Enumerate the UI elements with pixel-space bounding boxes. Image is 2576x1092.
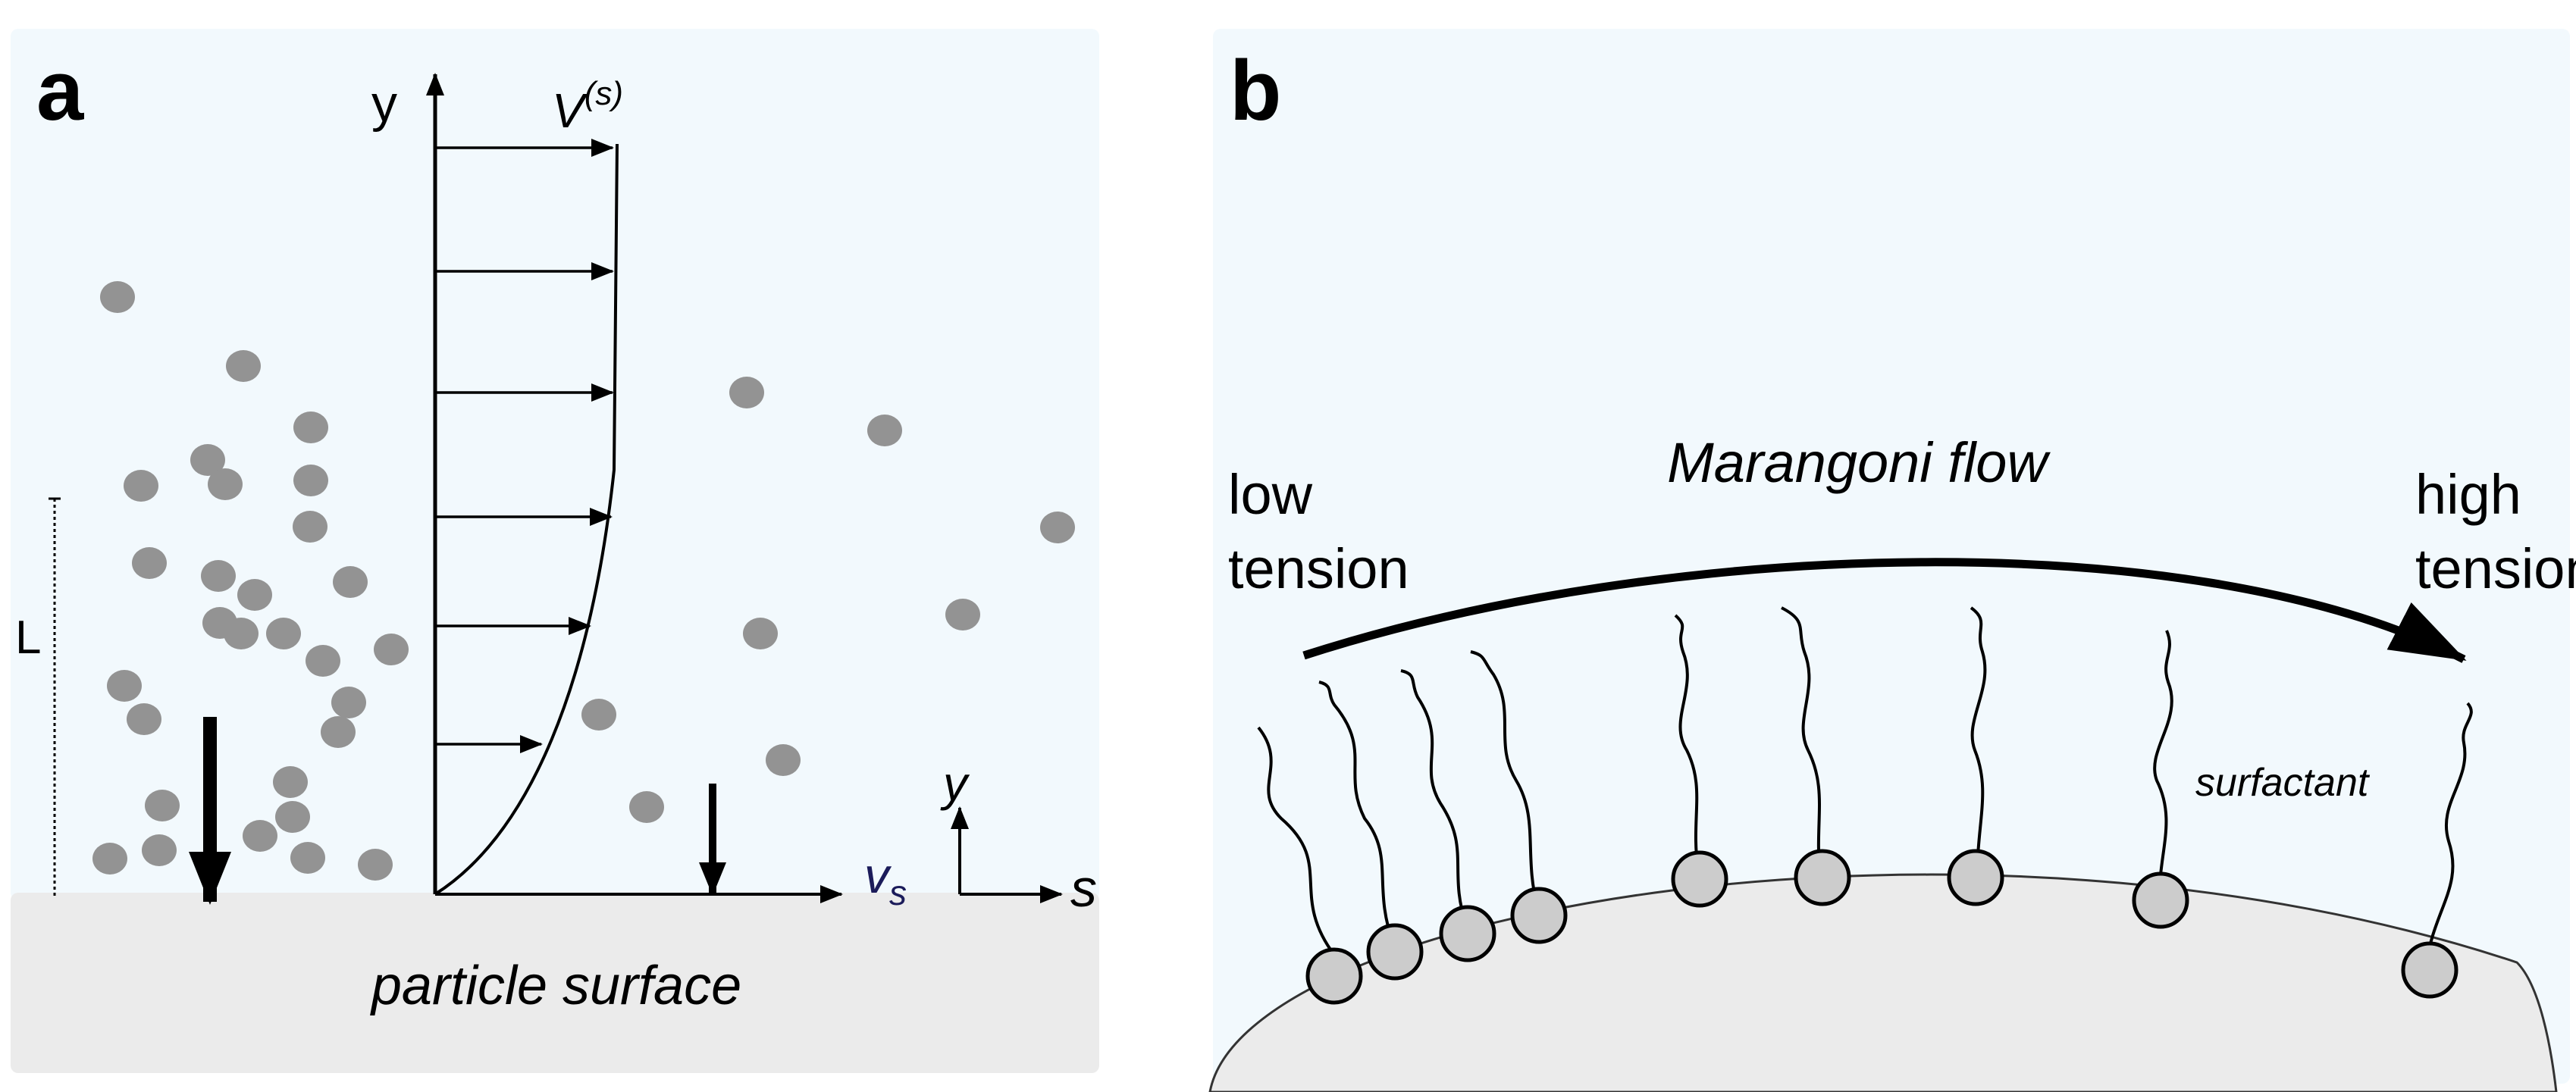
low-tension-line1: low	[1228, 463, 1313, 526]
surfactant-tail	[1970, 606, 1987, 871]
slip-velocity-label: vs	[864, 847, 907, 912]
surface-label: particle surface	[370, 956, 741, 1016]
velocity-label: V(s)	[552, 75, 623, 138]
particle	[266, 618, 301, 649]
surfactant-tail	[1781, 606, 1821, 871]
surfactant-label: surfactant	[2195, 761, 2371, 805]
particle	[306, 645, 340, 677]
particle-surface-band	[11, 893, 1099, 1073]
particle	[127, 703, 161, 735]
surfactant-tails	[1257, 606, 2473, 967]
particle	[273, 766, 308, 798]
particle	[124, 470, 158, 502]
surfactant-head	[1366, 923, 1424, 981]
particle	[333, 566, 368, 598]
surfactant-tail	[2424, 702, 2473, 967]
high-tension-line2: tension	[2415, 537, 2576, 600]
particle	[729, 377, 764, 408]
particle	[581, 699, 616, 731]
coord-s-label: s	[1070, 859, 1097, 918]
surfactant-tail	[1470, 650, 1539, 907]
particle-cloud	[92, 281, 1075, 881]
particle	[374, 634, 409, 665]
surfactant-head	[1671, 850, 1728, 908]
panel-a-background	[11, 29, 1099, 900]
particle	[243, 820, 277, 852]
particle	[290, 842, 325, 874]
particle	[1040, 512, 1075, 543]
particle	[293, 511, 327, 543]
marangoni-flow-label: Marangoni flow	[1667, 431, 2051, 494]
particle	[224, 618, 259, 649]
panel-a-label: a	[36, 43, 84, 138]
particle	[190, 444, 225, 476]
particle	[145, 790, 180, 821]
particle	[92, 843, 127, 875]
particle	[358, 849, 393, 881]
particle	[132, 547, 167, 579]
particle	[743, 618, 778, 649]
coord-y-label: y	[940, 756, 970, 811]
surfactant-head	[2132, 871, 2189, 929]
particle	[226, 350, 261, 382]
high-tension-line1: high	[2415, 463, 2521, 526]
particle	[107, 670, 142, 702]
particle	[275, 801, 310, 833]
particle	[867, 415, 902, 446]
marangoni-flow-arrow	[1302, 558, 2467, 663]
particle	[629, 791, 664, 823]
surfactant-tail	[2153, 630, 2173, 895]
particle	[142, 834, 177, 866]
surfactant-tail	[1674, 614, 1700, 871]
panel-b: b low tension high tension Marangoni flo…	[1208, 29, 2576, 1092]
surfactant-tail	[1318, 681, 1395, 944]
low-tension-line2: tension	[1228, 537, 1409, 600]
y-axis-label: y	[371, 75, 397, 133]
particle	[208, 468, 243, 500]
panel-a: a	[11, 29, 1099, 1073]
particle	[321, 716, 356, 748]
surfactant-head	[1305, 947, 1363, 1005]
particle	[201, 560, 236, 592]
particle	[237, 579, 272, 611]
surfactant-tail	[1400, 669, 1468, 925]
surfactant-head	[1794, 849, 1851, 906]
surfactant-tail	[1257, 726, 1336, 956]
velocity-profile-curve	[434, 143, 619, 896]
particle	[100, 281, 135, 313]
surfactant-heads	[1305, 849, 2458, 1005]
surfactant-head	[1439, 905, 1496, 962]
surfactant-head	[1947, 849, 2004, 906]
surfactant-head	[2401, 941, 2458, 999]
length-label: L	[15, 612, 41, 664]
particle	[293, 411, 328, 443]
particle	[945, 599, 980, 630]
particle	[331, 687, 366, 718]
panel-b-background	[1213, 29, 2570, 1084]
velocity-arrows	[435, 139, 614, 753]
particle	[293, 465, 328, 496]
panel-b-label: b	[1230, 43, 1281, 138]
particle	[766, 744, 801, 776]
surfactant-head	[1510, 887, 1568, 944]
